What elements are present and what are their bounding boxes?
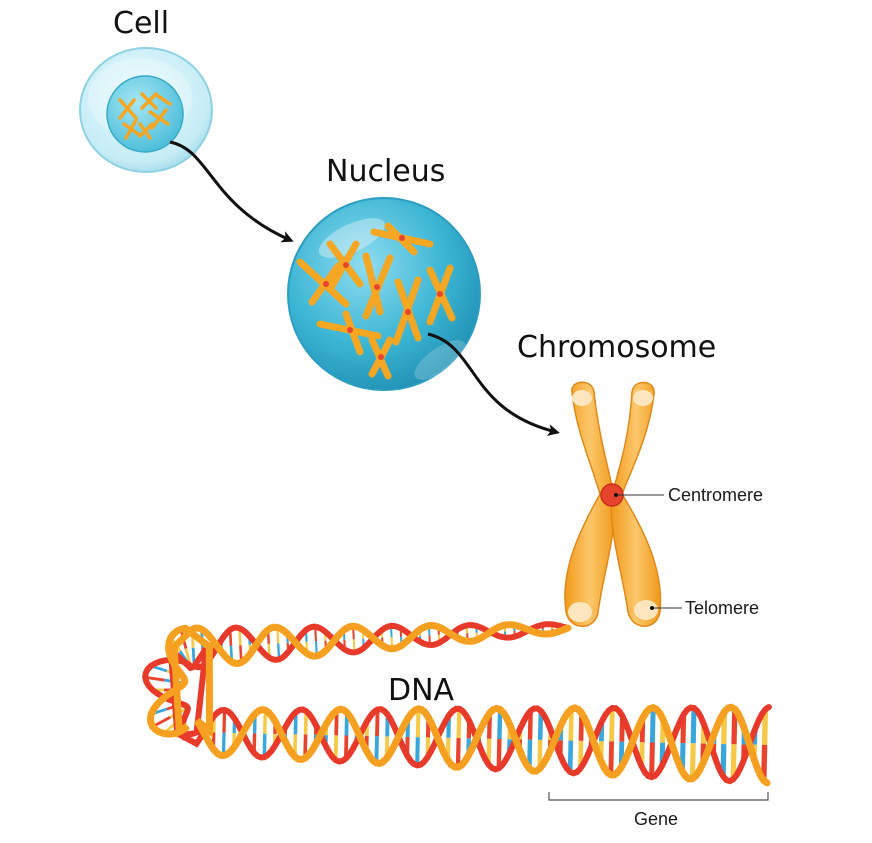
- chromosome-illustration: [564, 381, 662, 627]
- base-pair-half: [689, 743, 696, 779]
- arrow-nucleus-to-chromosome: [427, 332, 560, 436]
- cell-illustration: [79, 47, 213, 173]
- base-pair-half: [567, 740, 574, 773]
- chromosome-arm-left: [564, 381, 616, 627]
- base-pair-half: [496, 738, 502, 769]
- base-pair-half: [730, 744, 737, 780]
- base-pair-half: [497, 709, 503, 740]
- base-pair-half: [731, 709, 738, 745]
- base-pair-half: [221, 732, 226, 756]
- base-pair-half: [222, 709, 227, 733]
- base-pair-half: [415, 708, 421, 738]
- base-pair-half: [568, 709, 574, 741]
- telomere-marker: [634, 600, 658, 620]
- base-pair-half: [374, 736, 379, 764]
- centromere-label: Centromere: [668, 485, 763, 505]
- chromosome-title: Chromosome: [517, 330, 716, 365]
- gene-bracket: [548, 792, 769, 801]
- gene-label: Gene: [634, 809, 678, 829]
- base-pair-half: [375, 709, 380, 737]
- cell-title: Cell: [113, 6, 169, 41]
- base-pair-half: [145, 675, 165, 682]
- nucleus-illustration: [287, 197, 481, 391]
- base-pair-half: [761, 709, 769, 745]
- base-pair-half: [333, 735, 339, 761]
- base-pair-half: [649, 707, 656, 743]
- dna-base-pairs: [145, 624, 769, 781]
- base-pair-half: [690, 707, 697, 744]
- nucleus-title: Nucleus: [326, 154, 445, 189]
- cell-nucleus: [106, 75, 184, 153]
- cell-chromosomes: [118, 92, 172, 140]
- base-pair-half: [649, 742, 655, 778]
- arrow-cell-to-nucleus: [169, 140, 294, 243]
- telomere-label: Telomere: [685, 598, 759, 618]
- base-pair-half: [608, 741, 615, 775]
- dna-helix: [142, 621, 772, 787]
- base-pair-half: [262, 733, 267, 758]
- base-pair-half: [455, 737, 461, 768]
- dna-backbone-orange: [146, 621, 771, 787]
- dna-title: DNA: [388, 673, 455, 708]
- base-pair-half: [456, 708, 462, 739]
- base-pair-half: [609, 707, 615, 742]
- base-pair-half: [415, 737, 420, 766]
